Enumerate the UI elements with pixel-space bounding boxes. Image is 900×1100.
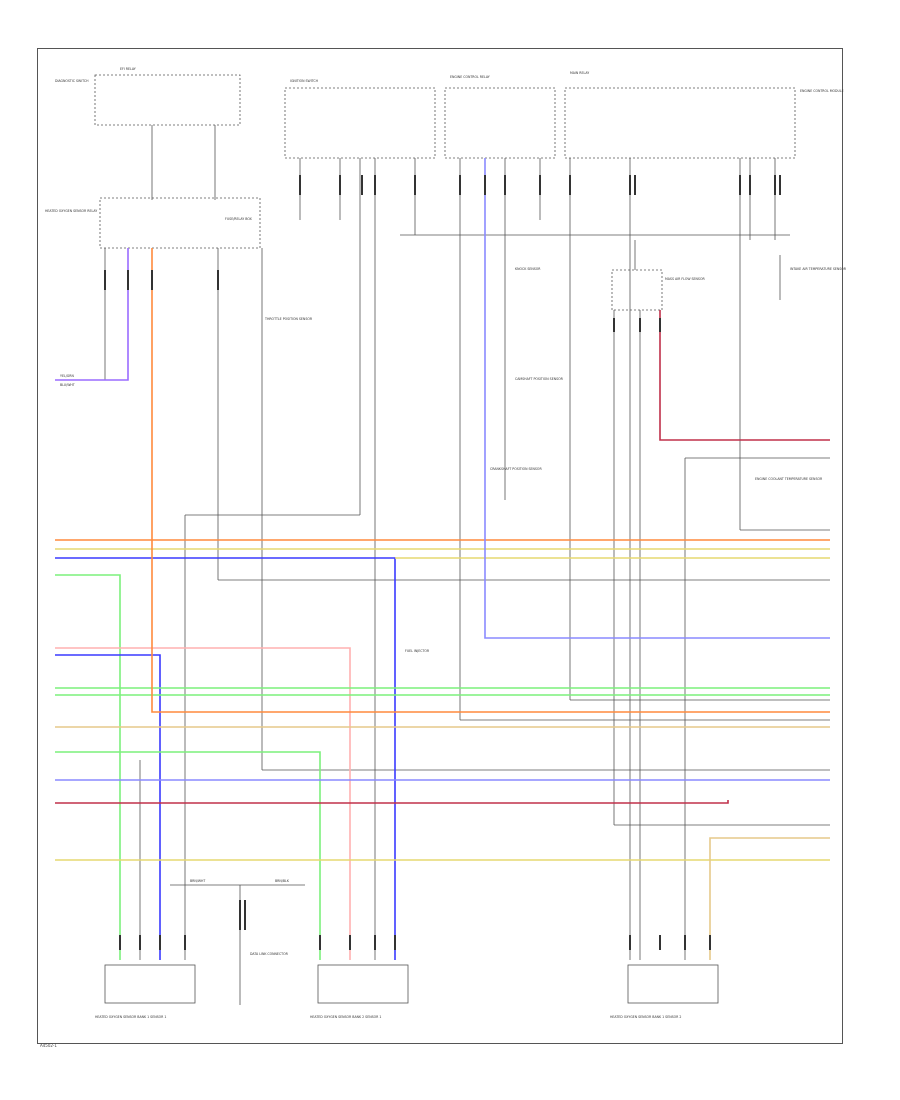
bottom-sensor-box-2 <box>317 964 409 1004</box>
mid-right-sensor-box <box>611 269 663 311</box>
label-mid-sensor: THROTTLE POSITION SENSOR <box>264 317 313 321</box>
top-box-1 <box>284 87 436 159</box>
label-left-wire-1: YEL/GRN <box>60 374 74 378</box>
label-right-far: INTAKE AIR TEMPERATURE SENSOR <box>790 267 847 271</box>
label-top-left-switch: DIAGNOSTIC SWITCH <box>55 79 89 83</box>
label-top-box-3: MAIN RELAY <box>570 71 589 75</box>
top-left-switch-box <box>94 74 241 126</box>
label-bottom-wire-2: BRN/BLK <box>275 879 290 883</box>
bottom-sensor-box-3 <box>627 964 719 1004</box>
label-left-wire-2: BLU/WHT <box>60 383 75 387</box>
diagram-frame <box>37 48 843 1044</box>
label-top-box-2: ENGINE CONTROL RELAY <box>450 75 490 79</box>
label-mid-center: FUEL INJECTOR <box>405 649 430 653</box>
label-center-vertical-2: CAMSHAFT POSITION SENSOR <box>515 377 564 381</box>
label-top-left-relay: EFI RELAY <box>120 67 136 71</box>
label-bottom-sensor-2: HEATED OXYGEN SENSOR BANK 2 SENSOR 1 <box>310 1015 381 1019</box>
left-module-box <box>99 197 261 249</box>
label-right-sensor: MASS AIR FLOW SENSOR <box>665 277 705 281</box>
label-bottom-center: DATA LINK CONNECTOR <box>250 952 289 956</box>
top-box-3 <box>564 87 796 159</box>
label-left-module: HEATED OXYGEN SENSOR RELAY <box>45 209 97 213</box>
label-top-box-1: IGNITION SWITCH <box>290 79 319 83</box>
label-left-module-2: FUSE/RELAY BOX <box>225 217 253 221</box>
label-top-right-note: ENGINE CONTROL MODULE <box>800 89 844 93</box>
label-center-vertical-3: CRANKSHAFT POSITION SENSOR <box>490 467 542 471</box>
label-bottom-sensor-1: HEATED OXYGEN SENSOR BANK 1 SENSOR 1 <box>95 1015 166 1019</box>
bottom-sensor-box-1 <box>104 964 196 1004</box>
label-mid-right: ENGINE COOLANT TEMPERATURE SENSOR <box>755 477 823 481</box>
top-box-2 <box>444 87 556 159</box>
diagram-code: A4502-1 <box>40 1043 57 1048</box>
label-bottom-right: HEATED OXYGEN SENSOR BANK 1 SENSOR 2 <box>610 1015 681 1019</box>
label-bottom-wire-1: BRN/WHT <box>190 879 205 883</box>
label-center-vertical-1: KNOCK SENSOR <box>515 267 541 271</box>
